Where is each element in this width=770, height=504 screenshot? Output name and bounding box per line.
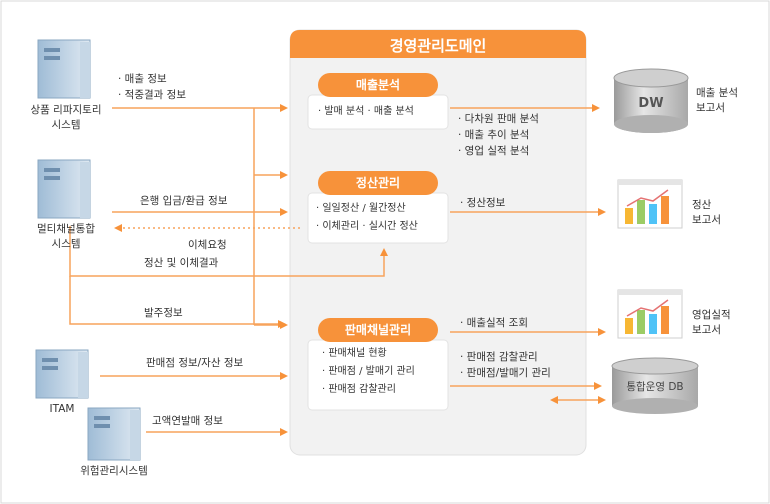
flow-label: 판매점 정보/자산 정보 [146,357,244,369]
server-icon [87,407,141,461]
source-product-label: 상품 리파지토리 시스템 [30,104,102,131]
flow-label: · 다차원 판매 분석 [458,113,539,125]
server-icon [37,159,91,219]
flow-label: 고액연발매 정보 [152,415,223,427]
flow-label: · 판매점 감찰관리 [460,351,538,363]
settlement-module-title: 정산관리 [355,176,401,190]
channel-module [307,318,449,411]
sales-module-header [318,73,438,97]
flow-label: · 정산정보 [460,197,506,209]
report-chart-icon [617,289,683,339]
settle-report-label: 정산 보고서 [692,199,721,226]
source-itam-label: ITAM [49,403,75,415]
domain-header-bar [290,30,586,58]
db-label: 통합운영 DB [626,381,684,393]
channel-item: · 판매점 감찰관리 [322,384,396,395]
dw-label: DW [638,96,664,111]
flow-label: · 매출 정보 [118,73,167,85]
sales-module [307,73,449,130]
flow-label: · 매출 추이 분석 [458,129,530,141]
report-chart-icon [617,179,683,229]
flow-label: · 매출실적 조회 [460,317,528,329]
server-icon [37,39,91,99]
database-icon [613,68,689,133]
settlement-item: · 이체관리 · 실시간 정산 [316,221,418,232]
settlement-module-header [318,171,438,195]
channel-module-header [318,318,438,342]
settlement-module [307,171,449,244]
channel-item: · 판매점 / 발매기 관리 [322,366,415,377]
perf-report-label: 영업실적 보고서 [692,309,731,336]
flow-label: 은행 입금/환급 정보 [140,195,228,207]
source-multichannel-label: 멀티채널통합 시스템 [37,223,95,250]
connectors [69,104,606,436]
settlement-item: · 일일정산 / 월간정산 [316,203,406,214]
flow-label: · 판매점/발매기 관리 [460,367,551,379]
flow-label: · 영업 실적 분석 [458,145,530,157]
channel-item: · 판매채널 현황 [322,348,387,359]
flow-label: 발주정보 [144,307,183,319]
flow-label: 이체요청 [188,239,227,251]
dw-report-label: 매출 분석 보고서 [696,87,738,114]
flow-label: · 적중결과 정보 [118,89,186,101]
arrow-order-info [69,276,286,328]
domain-title: 경영관리도메인 [389,37,487,55]
source-risk-label: 위험관리시스템 [80,465,148,477]
channel-module-title: 판매채널관리 [344,323,412,337]
flow-label: 정산 및 이체결과 [144,257,219,269]
sales-module-items: · 발매 분석 · 매출 분석 [318,106,414,117]
database-icon [611,357,699,414]
server-icon [35,349,89,399]
sales-module-title: 매출분석 [355,78,401,92]
arrow-settle-result [69,226,388,277]
